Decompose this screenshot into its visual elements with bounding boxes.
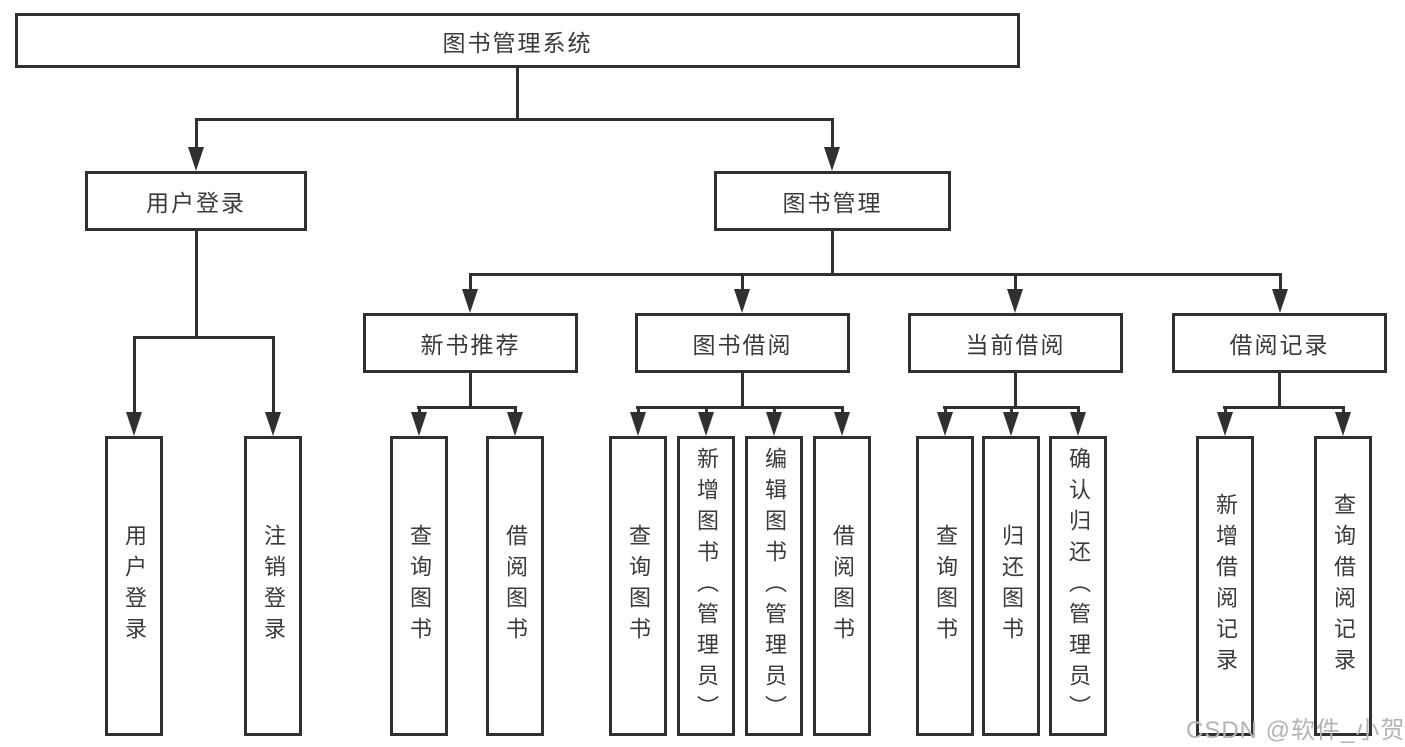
connector-root-trunk <box>516 66 519 118</box>
node-label: 确认归还（管理员） <box>1066 446 1091 726</box>
node-label: 查询图书 <box>407 524 432 648</box>
node-book-management: 图书管理 <box>714 171 951 231</box>
connector-new-book-trunk <box>469 371 472 406</box>
node-new-book-recommendation: 新书推荐 <box>363 313 578 373</box>
node-label: 新增借阅记录 <box>1213 493 1238 679</box>
connector-user-login-trunk <box>195 229 198 336</box>
arrow-down-icon <box>507 406 523 436</box>
leaf-return-books: 归还图书 <box>982 436 1040 736</box>
node-label: 当前借阅 <box>965 332 1066 358</box>
node-label: 查询借阅记录 <box>1331 493 1356 679</box>
node-label: 图书管理系统 <box>442 29 593 56</box>
connector-user-login-junction <box>133 336 275 339</box>
arrow-down-icon <box>766 406 782 436</box>
arrow-down-icon <box>1070 406 1086 436</box>
node-label: 新增图书（管理员） <box>694 446 719 726</box>
node-label: 查询图书 <box>626 524 651 648</box>
node-label: 注销登录 <box>261 524 286 648</box>
connector-current-borrow-trunk <box>1014 371 1017 406</box>
arrow-down-icon <box>1007 273 1023 313</box>
leaf-add-book-admin: 新增图书（管理员） <box>677 436 735 736</box>
leaf-query-books-current: 查询图书 <box>916 436 974 736</box>
leaf-confirm-return-admin: 确认归还（管理员） <box>1049 436 1107 736</box>
node-label: 用户登录 <box>122 524 147 648</box>
node-label: 查询图书 <box>933 524 958 648</box>
connector-level1-junction <box>195 118 834 121</box>
connector-new-book-junction <box>417 406 517 409</box>
leaf-query-books-borrow: 查询图书 <box>609 436 667 736</box>
arrow-down-icon <box>824 118 840 171</box>
leaf-add-borrow-record: 新增借阅记录 <box>1196 436 1254 736</box>
arrow-down-icon <box>126 336 142 436</box>
connector-borrow-records-junction <box>1223 406 1345 409</box>
connector-book-management-trunk <box>831 229 834 273</box>
node-label: 归还图书 <box>999 524 1024 648</box>
arrow-down-icon <box>462 273 478 313</box>
node-label: 图书借阅 <box>692 332 793 358</box>
arrow-down-icon <box>734 273 750 313</box>
arrow-down-icon <box>1335 406 1351 436</box>
node-book-borrowing: 图书借阅 <box>635 313 850 373</box>
node-library-management-system: 图书管理系统 <box>15 13 1020 68</box>
arrow-down-icon <box>630 406 646 436</box>
connector-book-borrow-trunk <box>741 371 744 406</box>
watermark-text: CSDN @软件_小贺同学 <box>1186 717 1405 744</box>
node-current-borrowing: 当前借阅 <box>908 313 1123 373</box>
node-borrowing-records: 借阅记录 <box>1172 313 1387 373</box>
arrow-down-icon <box>1272 273 1288 313</box>
connector-level2-junction <box>469 273 1282 276</box>
node-user-login: 用户登录 <box>85 171 307 231</box>
node-label: 借阅图书 <box>830 524 855 648</box>
connector-book-borrow-junction <box>636 406 844 409</box>
node-label: 编辑图书（管理员） <box>762 446 787 726</box>
node-label: 用户登录 <box>146 190 246 216</box>
leaf-query-borrow-record: 查询借阅记录 <box>1314 436 1372 736</box>
arrow-down-icon <box>698 406 714 436</box>
leaf-borrow-books: 借阅图书 <box>813 436 871 736</box>
arrow-down-icon <box>1003 406 1019 436</box>
node-label: 新书推荐 <box>420 332 521 358</box>
arrow-down-icon <box>937 406 953 436</box>
arrow-down-icon <box>1217 406 1233 436</box>
node-label: 借阅图书 <box>503 524 528 648</box>
leaf-logout: 注销登录 <box>244 436 302 736</box>
leaf-user-login: 用户登录 <box>105 436 163 736</box>
leaf-borrow-books-recommend: 借阅图书 <box>486 436 544 736</box>
connector-borrow-records-trunk <box>1278 371 1281 406</box>
arrow-down-icon <box>834 406 850 436</box>
arrow-down-icon <box>411 406 427 436</box>
leaf-query-books-recommend: 查询图书 <box>390 436 448 736</box>
arrow-down-icon <box>188 118 204 171</box>
arrow-down-icon <box>265 336 281 436</box>
node-label: 图书管理 <box>782 190 883 216</box>
node-label: 借阅记录 <box>1229 332 1330 358</box>
leaf-edit-book-admin: 编辑图书（管理员） <box>745 436 803 736</box>
